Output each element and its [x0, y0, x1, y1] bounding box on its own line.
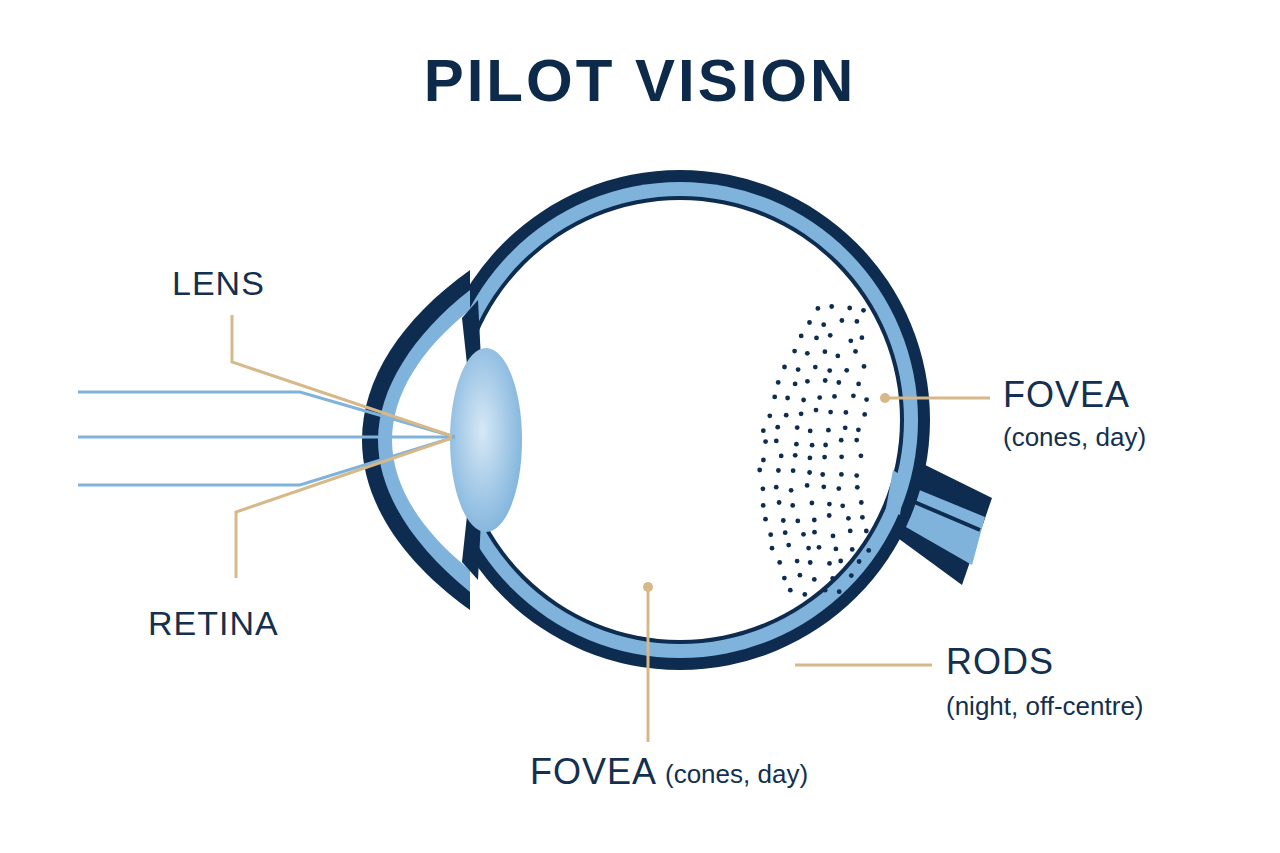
- light-rays: [78, 392, 455, 485]
- part-label: RETINA: [148, 605, 279, 642]
- vitreous: [460, 200, 900, 640]
- rod-dots: [757, 304, 871, 597]
- fovea-dot: [643, 582, 653, 592]
- part-label: LENS: [172, 265, 265, 302]
- diagram-title: PILOT VISION: [0, 48, 1280, 114]
- sclera-outer: [430, 170, 930, 670]
- optic-disc: [886, 470, 905, 515]
- choroid-band: [442, 182, 918, 658]
- part-note: (night, off-centre): [946, 692, 1144, 721]
- part-label: RODS: [946, 642, 1054, 682]
- part-note: (cones, day): [665, 760, 808, 789]
- lens-shape: [450, 348, 522, 532]
- part-label: FOVEA: [1003, 375, 1130, 415]
- part-label: FOVEA: [530, 752, 657, 792]
- leader-lines: [232, 315, 990, 742]
- fovea-dot: [880, 393, 890, 403]
- optic-nerve-line: [905, 498, 980, 530]
- part-note: (cones, day): [1003, 423, 1146, 452]
- retina-line: [456, 196, 904, 644]
